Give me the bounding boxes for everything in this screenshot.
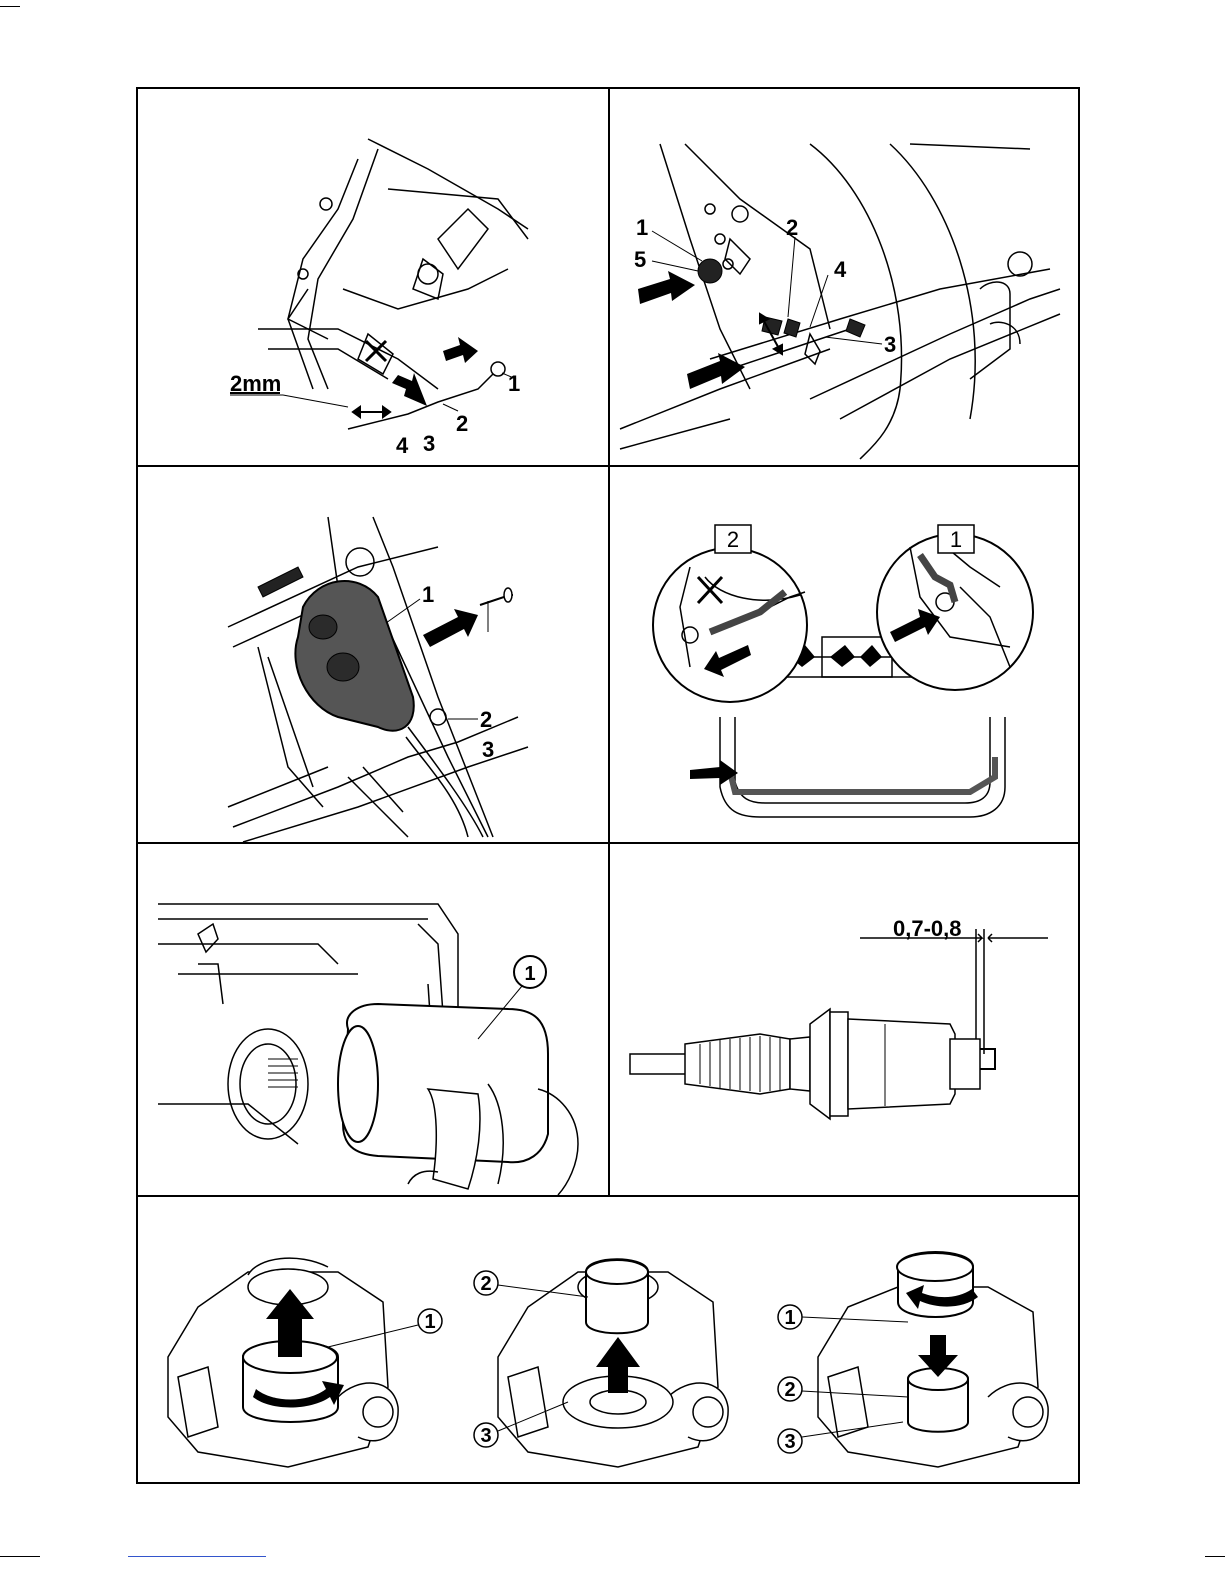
callout-label: 3 — [480, 1425, 491, 1447]
crop-mark-bottom-right — [1205, 1556, 1225, 1557]
crop-mark-top-left — [0, 6, 20, 7]
callout-label: 1 — [422, 582, 434, 607]
crop-mark-bottom-left — [0, 1556, 40, 1557]
panel-switch-box-drawing: 1 2 3 — [138, 467, 608, 842]
panel-air-filter: 1 — [138, 844, 608, 1195]
callout-label: 3 — [482, 737, 494, 762]
view-label: 1 — [950, 527, 962, 552]
footer-rule — [128, 1556, 266, 1557]
callout-label: 3 — [784, 1431, 795, 1453]
panel-spark-plug: 0,7-0,8 — [610, 844, 1078, 1195]
callout-label: 3 — [423, 431, 435, 456]
panel-cable-adjust: 2mm 1 2 3 4 — [138, 89, 608, 465]
callout-label: 5 — [634, 247, 646, 272]
panel-filter-replace-drawing: 1 2 3 — [138, 1197, 1078, 1484]
panel-switch-box: 1 2 3 — [138, 467, 608, 842]
panel-handle-bar-drawing: 2 1 — [610, 467, 1078, 842]
panel-cable-mount: 1 2 3 4 5 — [610, 89, 1078, 465]
illustration-grid: 2mm 1 2 3 4 — [136, 87, 1080, 1484]
panel-air-filter-drawing: 1 — [138, 844, 608, 1195]
callout-label: 2 — [480, 1273, 491, 1295]
callout-label: 2 — [786, 215, 798, 240]
panel-cable-adjust-drawing: 2mm 1 2 3 4 — [138, 89, 608, 465]
panel-spark-plug-drawing: 0,7-0,8 — [610, 844, 1078, 1195]
panel-cable-mount-drawing: 1 2 3 4 5 — [610, 89, 1078, 465]
callout-label: 1 — [424, 1311, 435, 1333]
callout-label: 2 — [480, 707, 492, 732]
callout-label: 2 — [784, 1379, 795, 1401]
panel-filter-replace: 1 2 3 — [138, 1197, 1078, 1484]
callout-label: 1 — [784, 1307, 795, 1329]
callout-label: 4 — [396, 433, 409, 458]
callout-label: 4 — [834, 257, 847, 282]
gap-dimension: 0,7-0,8 — [893, 916, 962, 941]
panel-handle-bar: 2 1 — [610, 467, 1078, 842]
callout-label: 2 — [456, 411, 468, 436]
view-label: 2 — [727, 527, 739, 552]
callout-label: 1 — [508, 371, 520, 396]
callout-label: 1 — [524, 963, 535, 985]
callout-label: 3 — [884, 332, 896, 357]
callout-label: 1 — [636, 215, 648, 240]
